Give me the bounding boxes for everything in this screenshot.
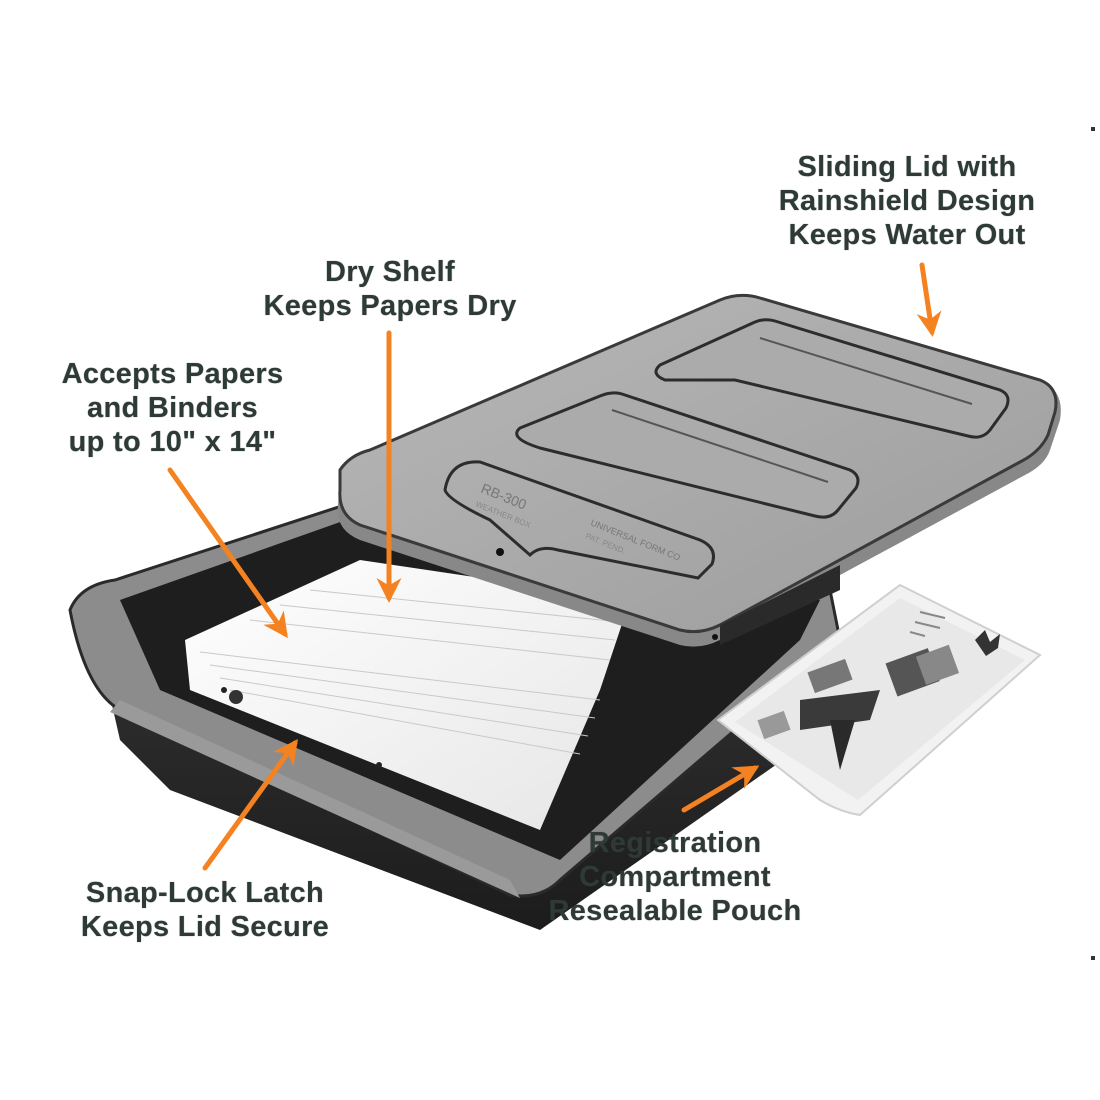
latch-knob [229,690,243,704]
lid-label-panel [443,460,715,580]
callout-registration: Registration Compartment Resealable Pouc… [548,827,802,927]
corner-mark [1091,127,1095,131]
callout-sliding-lid: Sliding Lid with Rainshield Design Keeps… [778,151,1036,251]
arrow-registration [681,765,760,813]
callout-dry-shelf: Dry Shelf Keeps Papers Dry [263,256,517,322]
sliding-lid: RB-300 WEATHER BOX UNIVERSAL FORM CO PAT… [337,293,1061,647]
arrow-accepts-papers [167,467,288,639]
arrow-snap-lock [202,738,298,871]
corner-mark [1091,956,1095,960]
paper-document [185,560,630,830]
callout-snap-lock: Snap-Lock Latch Keeps Lid Secure [80,877,330,943]
callout-accepts-papers: Accepts Papers and Binders up to 10" x 1… [61,358,284,458]
arrow-sliding-lid [916,262,942,337]
registration-pouch [716,583,1042,817]
callout-arrows [167,262,942,871]
